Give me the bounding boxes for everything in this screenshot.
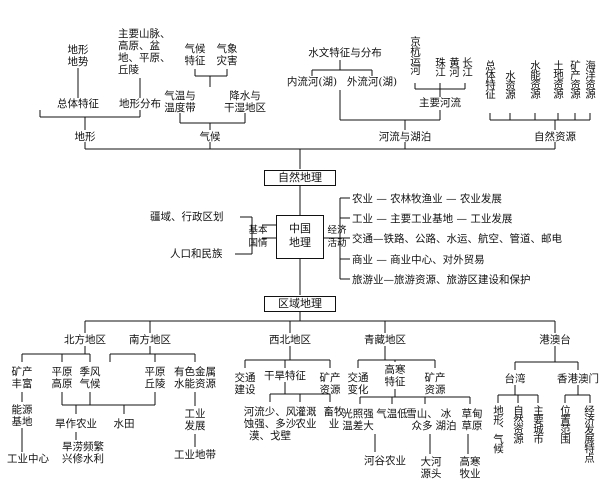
natural-resources-node: 自然资源 [534, 131, 576, 143]
climate-features-node: 气候 特征 [184, 43, 206, 67]
terrain-node: 地形 [74, 131, 96, 143]
north-region-node: 北方地区 [64, 334, 106, 346]
terrain-shape-node: 地形 地势 [67, 44, 89, 68]
outflow-river-node: 外流河(湖) [346, 76, 398, 88]
china-geography-box: 中国 地理 [276, 215, 324, 259]
landforms-node: 主要山脉、 高原、盆 地、平原、 丘陵 [118, 28, 171, 76]
meadow-grassland-node: 草甸 草原 [461, 408, 483, 432]
temperature-zones-node: 气温与 温度带 [164, 90, 196, 114]
hmt-region-node: 港澳台 [539, 334, 571, 346]
regional-geography-box: 区域地理 [264, 296, 336, 312]
valley-farming-node: 河谷农业 [364, 455, 406, 467]
north-mineral-node: 矿产 丰富 [11, 366, 33, 390]
transport-change-node: 交通 变化 [347, 372, 369, 396]
taiwan-node: 台湾 [504, 373, 526, 385]
economic-activity-label: 经济 活动 [327, 225, 347, 249]
yangtze-river-node: 长江 [461, 57, 473, 76]
river-desert-node: 河流少、风 蚀强、多沙 漠、戈壁 [243, 406, 297, 442]
land-resources-node: 土地资源 [552, 60, 564, 98]
tibet-region-node: 青藏地区 [364, 334, 406, 346]
northwest-region-node: 西北地区 [269, 334, 311, 346]
industry-development-node: 工业 发展 [184, 408, 206, 432]
location-range-node: 位置范围 [559, 405, 571, 443]
arid-feature-node: 干旱特征 [264, 370, 306, 382]
nonferrous-hydropower-node: 有色金属 水能资源 [174, 366, 216, 390]
sunlight-node: 光照强 温差大 [342, 408, 374, 432]
drought-flood-node: 旱涝频繁 兴修水利 [62, 441, 104, 465]
climate-disasters-node: 气象 灾害 [216, 43, 238, 67]
north-energy-node: 能源 基地 [11, 404, 33, 428]
terrain-climate-node: 地形、气候 [492, 405, 504, 453]
north-industry-center-node: 工业中心 [7, 453, 49, 465]
irrigation-farming-node: 灌溉 农业 [295, 406, 317, 430]
climate-node: 气候 [199, 131, 221, 143]
main-cities-node: 主要城市 [532, 405, 544, 443]
north-plains-node: 平原 高原 [51, 366, 73, 390]
tourism-node: 旅游业—旅游资源、旅游区建设和保护 [352, 274, 531, 286]
yellow-river-node: 黄河 [448, 57, 460, 76]
industry-node: 工业 — 主要工业基地 — 工业发展 [352, 213, 513, 225]
taiwan-natural-resources-node: 自然资源 [512, 405, 524, 443]
tibet-mineral-node: 矿产 资源 [424, 372, 446, 396]
hydrology-node: 水文特征与分布 [308, 47, 382, 59]
low-temperature-node: 气温低 [376, 408, 408, 420]
hydropower-resources-node: 水能资源 [529, 60, 541, 98]
dry-farming-node: 旱作农业 [55, 418, 97, 430]
terrain-general-node: 总体特征 [57, 98, 99, 110]
south-region-node: 南方地区 [129, 334, 171, 346]
paddy-field-node: 水田 [113, 418, 135, 430]
natural-geography-box: 自然地理 [264, 170, 336, 186]
northwest-mineral-node: 矿产 资源 [319, 372, 341, 396]
commerce-node: 商业 — 商业中心、对外贸易 [352, 254, 485, 266]
marine-resources-node: 海洋资源 [584, 60, 596, 98]
rivers-lakes-node: 河流与湖泊 [378, 131, 432, 143]
industrial-zone-node: 工业地带 [174, 449, 216, 461]
north-monsoon-node: 季风 气候 [79, 366, 101, 390]
territory-node: 疆域、行政区划 [150, 211, 224, 223]
resources-overall-node: 总体特征 [484, 60, 496, 98]
animal-husbandry-node: 畜牧 业 [323, 406, 345, 430]
agriculture-node: 农业 — 农林牧渔业 — 农业发展 [352, 193, 502, 205]
transport-node: 交通—铁路、公路、水运、航空、管道、邮电 [352, 233, 562, 245]
mineral-resources-node: 矿产资源 [569, 60, 581, 98]
inland-river-node: 内流河(湖) [286, 76, 338, 88]
terrain-distribution-node: 地形分布 [119, 98, 161, 110]
water-resources-node: 水资源 [504, 70, 516, 99]
hk-macau-node: 香港澳门 [557, 373, 599, 385]
precipitation-zones-node: 降水与 干湿地区 [224, 90, 266, 114]
plateau-cold-node: 高寒 特征 [384, 364, 406, 388]
alpine-husbandry-node: 高寒 牧业 [459, 456, 481, 480]
glacier-lake-node: 冰 湖泊 [435, 408, 457, 432]
economic-development-node: 经济发展特点 [583, 405, 595, 462]
population-node: 人口和民族 [170, 248, 223, 260]
snow-mountain-node: 雪山、 众多 [406, 408, 438, 432]
basic-info-label: 基本 国情 [248, 225, 268, 249]
china-geography-label: 中国 地理 [289, 222, 311, 249]
pearl-river-node: 珠江 [434, 57, 446, 76]
south-plains-hills-node: 平原 丘陵 [144, 366, 166, 390]
transport-construction-node: 交通 建设 [234, 372, 256, 396]
major-rivers-node: 主要河流 [419, 97, 461, 109]
canal-node: 京杭运河 [409, 36, 421, 74]
river-source-node: 大河 源头 [420, 456, 442, 480]
